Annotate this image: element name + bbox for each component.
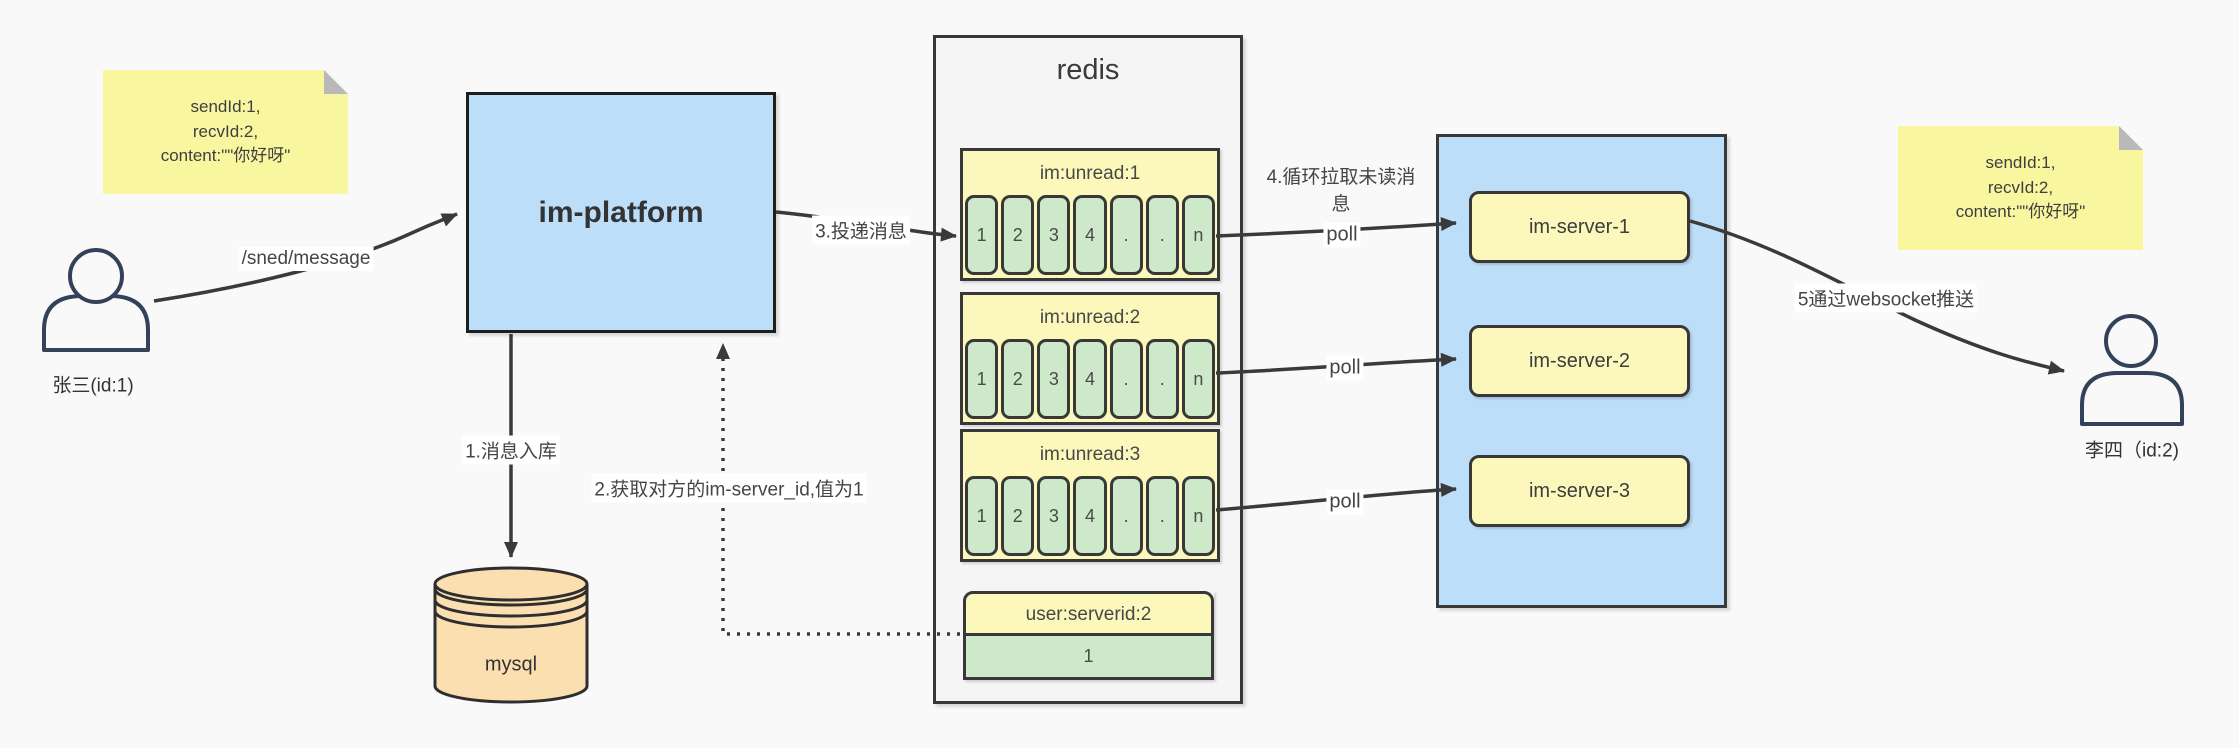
queue-im-unread-1: im:unread:1 1 2 3 4 . . n	[960, 148, 1220, 281]
edge-label-send: /sned/message	[238, 247, 374, 271]
kv-value: 1	[963, 636, 1214, 680]
queue-cell: 3	[1037, 339, 1071, 419]
im-server-1-box: im-server-1	[1469, 191, 1690, 263]
sticky-note-right-text: sendId:1, recvId:2, content:""你好呀"	[1898, 126, 2143, 250]
queue-cell: .	[1145, 195, 1179, 275]
queue-im-unread-3: im:unread:3 1 2 3 4 . . n	[960, 429, 1220, 562]
edge-label-poll-1: poll	[1323, 222, 1361, 248]
queue-cell: .	[1109, 476, 1143, 556]
mysql-cylinder-icon	[433, 566, 589, 704]
im-server-1-label: im-server-1	[1528, 215, 1631, 238]
redis-container: redis im:unread:1 1 2 3 4 . . n im:unrea…	[933, 35, 1243, 704]
queue-im-unread-2: im:unread:2 1 2 3 4 . . n	[960, 292, 1220, 425]
im-server-3-label: im-server-3	[1528, 479, 1631, 502]
edge-label-step2: 2.获取对方的im-server_id,值为1	[591, 473, 867, 503]
queue-cell: .	[1145, 476, 1179, 556]
receiver-person-icon	[2080, 314, 2184, 426]
edge-step2-dotted-arrow	[716, 343, 960, 636]
queue-cell: 1	[965, 195, 999, 275]
queue-cell: 4	[1073, 339, 1107, 419]
queue-header: im:unread:3	[1039, 444, 1141, 465]
queue-cell: 2	[1001, 339, 1035, 419]
queue-cell: 2	[1001, 195, 1035, 275]
queue-cell: n	[1181, 195, 1215, 275]
sticky-note-right: sendId:1, recvId:2, content:""你好呀"	[1898, 126, 2143, 250]
queue-cell: 1	[965, 339, 999, 419]
edge-step5-arrow	[1689, 219, 2065, 375]
queue-cell: 4	[1073, 195, 1107, 275]
queue-cell: 1	[965, 476, 999, 556]
queue-cell: 3	[1037, 476, 1071, 556]
queue-cell: 3	[1037, 195, 1071, 275]
edge-label-poll-2: poll	[1326, 355, 1364, 381]
edge-label-step5: 5通过websocket推送	[1794, 283, 1978, 313]
im-server-3-box: im-server-3	[1469, 455, 1690, 527]
sticky-note-left: sendId:1, recvId:2, content:""你好呀"	[103, 70, 348, 194]
queue-cell: n	[1181, 476, 1215, 556]
redis-title: redis	[1056, 54, 1120, 86]
queue-cell: .	[1109, 339, 1143, 419]
queue-header: im:unread:1	[1039, 163, 1141, 184]
im-server-cluster: im-server-1 im-server-2 im-server-3	[1436, 134, 1727, 608]
edge-label-step3: 3.投递消息	[812, 215, 910, 245]
receiver-label: 李四（id:2)	[2085, 440, 2179, 462]
edge-label-step4: 4.循环拉取未读消息	[1266, 167, 1416, 215]
queue-cell: .	[1109, 195, 1143, 275]
queue-cells: 1 2 3 4 . . n	[965, 476, 1215, 556]
im-platform-box: im-platform	[466, 92, 776, 333]
sender-person-icon	[42, 248, 150, 352]
sender-label: 张三(id:1)	[52, 375, 134, 397]
queue-cells: 1 2 3 4 . . n	[965, 195, 1215, 275]
edge-label-step1: 1.消息入库	[462, 435, 560, 465]
im-server-2-label: im-server-2	[1528, 349, 1631, 372]
im-platform-label: im-platform	[538, 195, 704, 229]
queue-cell: .	[1145, 339, 1179, 419]
kv-user-serverid: user:serverid:2 1	[963, 591, 1214, 680]
mysql-label: mysql	[484, 653, 538, 676]
queue-cell: 2	[1001, 476, 1035, 556]
sticky-note-left-text: sendId:1, recvId:2, content:""你好呀"	[103, 70, 348, 194]
kv-header: user:serverid:2	[963, 591, 1214, 636]
queue-header: im:unread:2	[1039, 307, 1141, 328]
im-server-2-box: im-server-2	[1469, 325, 1690, 397]
queue-cell: 4	[1073, 476, 1107, 556]
queue-cell: n	[1181, 339, 1215, 419]
queue-cells: 1 2 3 4 . . n	[965, 339, 1215, 419]
edge-label-poll-3: poll	[1326, 489, 1364, 515]
